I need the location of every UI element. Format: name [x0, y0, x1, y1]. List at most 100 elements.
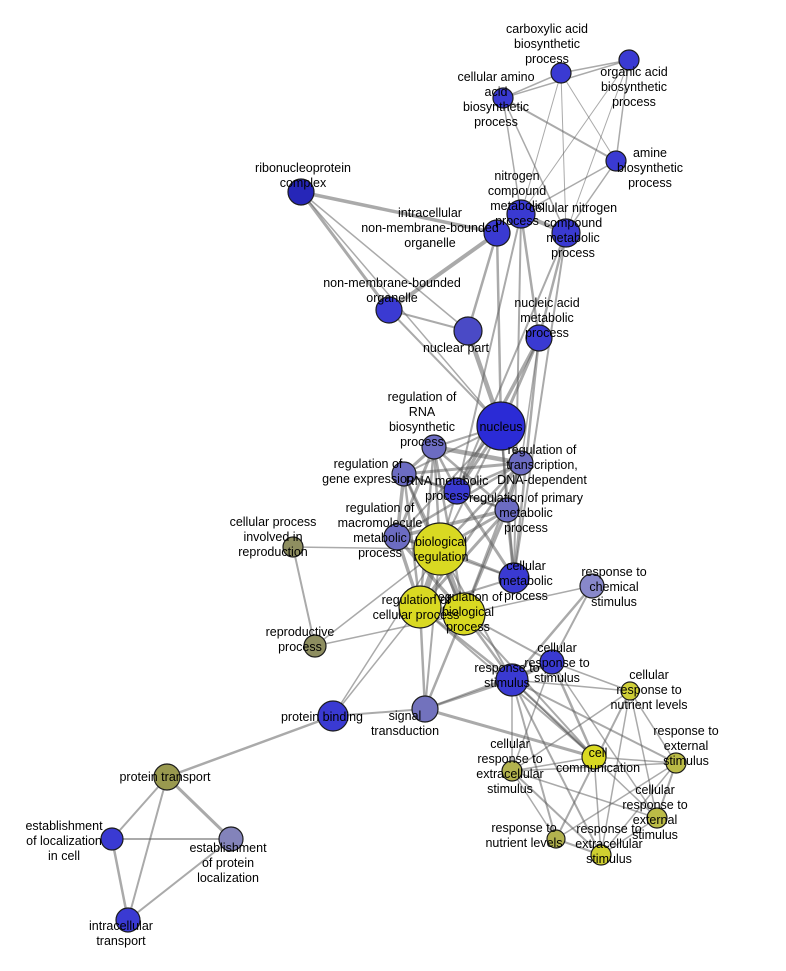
- edge-reg_bio-repro: [314, 613, 465, 647]
- edge-carb-nitro: [520, 72, 562, 215]
- node-resp_exc[interactable]: response to extracellular stimulus: [590, 844, 612, 866]
- node-cpr[interactable]: cellular process involved in reproductio…: [282, 536, 304, 558]
- node-sig[interactable]: signal transduction: [411, 695, 439, 723]
- edge-carb-org: [560, 59, 630, 74]
- edge-ribo-intra_nmb: [299, 190, 499, 235]
- node-epl[interactable]: establishment of protein localization: [218, 826, 244, 852]
- node-nmb[interactable]: non-membrane-bounded organelle: [375, 296, 403, 324]
- node-nucleus[interactable]: nucleus: [476, 401, 526, 451]
- edge-reg_bio-cell_comm: [463, 613, 595, 758]
- edge-pbind-ptrans: [165, 714, 335, 779]
- edge-intra_nmb-nuclear_part: [466, 231, 499, 333]
- edge-org-amine: [615, 59, 630, 162]
- node-bio_reg[interactable]: biological regulation: [413, 522, 467, 576]
- edge-resp_stim-resp_nut: [511, 679, 557, 840]
- node-label-nucleus: nucleus: [479, 420, 522, 434]
- node-label-nuclear_part: nuclear part: [423, 341, 490, 355]
- edge-crn-resp_exc: [600, 690, 631, 856]
- node-resp_nut[interactable]: response to nutrient levels: [546, 829, 566, 849]
- node-crn[interactable]: cellular response to nutrient levels: [620, 681, 640, 701]
- edge-nucleic-reg_tx: [520, 337, 540, 464]
- node-reg_tx[interactable]: regulation of transcription, DNA-depende…: [508, 450, 534, 476]
- edge-ptrans-itrans: [127, 776, 168, 921]
- node-crs[interactable]: cellular response to stimulus: [539, 649, 565, 675]
- edge-amino-nitro: [502, 97, 522, 215]
- edge-amino-amine: [502, 97, 617, 162]
- node-crx[interactable]: cellular response to external stimulus: [646, 807, 668, 829]
- node-resp_chem[interactable]: response to chemical stimulus: [579, 573, 605, 599]
- node-reg_gene[interactable]: regulation of gene expression: [391, 461, 417, 487]
- edge-resp_nut-cre: [511, 770, 557, 840]
- node-intra_nmb[interactable]: intracellular non-membrane-bounded organ…: [483, 219, 511, 247]
- node-reg_cell[interactable]: regulation of cellular process: [398, 585, 442, 629]
- node-nitro[interactable]: nitrogen compound metabolic process: [506, 199, 536, 229]
- edge-resp_stim-resp_ext: [511, 679, 677, 764]
- node-nuclear_part[interactable]: nuclear part: [453, 316, 483, 346]
- node-rna_met[interactable]: RNA metabolic process: [443, 477, 471, 505]
- node-pbind[interactable]: protein binding: [317, 700, 349, 732]
- edge-crs-crn: [551, 661, 631, 692]
- edge-ptrans-epl: [165, 775, 233, 841]
- edge-resp_exc-crx: [600, 817, 658, 856]
- node-cnitro[interactable]: cellular nitrogen compound metabolic pro…: [551, 218, 581, 248]
- node-ptrans[interactable]: protein transport: [153, 763, 181, 791]
- node-reg_rna[interactable]: regulation of RNA biosynthetic process: [421, 434, 447, 460]
- node-cre[interactable]: cellular response to extracellular stimu…: [501, 760, 523, 782]
- edge-cnitro-cell_met: [513, 232, 567, 579]
- edge-layer: [110, 59, 677, 922]
- edge-bio_reg-sig: [424, 548, 441, 710]
- node-reg_bio[interactable]: regulation of biological process: [442, 592, 486, 636]
- edge-reg_rna-reg_tx: [431, 444, 524, 466]
- node-amine[interactable]: amine biosynthetic process: [605, 150, 627, 172]
- node-ribo[interactable]: ribonucleoprotein complex: [287, 178, 315, 206]
- edge-org-cnitro: [565, 59, 630, 234]
- edge-crn-crx: [629, 690, 658, 819]
- node-resp_stim[interactable]: response to stimulus: [495, 663, 529, 697]
- node-nucleic[interactable]: nucleic acid metabolic process: [525, 324, 553, 352]
- node-label-pbind: protein binding: [281, 710, 363, 724]
- edge-crn-cre: [511, 690, 631, 772]
- edge-crs-sig: [424, 661, 553, 710]
- node-amino[interactable]: cellular amino acid biosynthetic process: [492, 87, 514, 109]
- node-repro[interactable]: reproductive process: [303, 634, 327, 658]
- edge-resp_ext-resp_nut: [555, 762, 677, 840]
- node-resp_ext[interactable]: response to external stimulus: [665, 752, 687, 774]
- node-carb[interactable]: carboxylic acid biosynthetic process: [550, 62, 572, 84]
- edge-bio_reg-pbind: [332, 548, 441, 717]
- edge-sig-cell_comm: [423, 707, 596, 759]
- node-itrans[interactable]: intracellular transport: [115, 907, 141, 933]
- node-cell_comm[interactable]: cell communication: [581, 744, 607, 770]
- node-reg_prim[interactable]: regulation of primary metabolic process: [494, 497, 520, 523]
- edge-cpr-repro: [292, 546, 316, 647]
- node-elc[interactable]: establishment of localization in cell: [100, 827, 124, 851]
- node-reg_macro[interactable]: regulation of macromolecule metabolic pr…: [383, 523, 411, 551]
- node-cell_met[interactable]: cellular metabolic process: [498, 562, 530, 594]
- node-org[interactable]: organic acid biosynthetic process: [618, 49, 640, 71]
- edge-ribo-nuclear_part: [300, 191, 469, 332]
- edge-amine-nitro: [520, 160, 617, 215]
- edge-resp_stim-crn: [511, 679, 631, 692]
